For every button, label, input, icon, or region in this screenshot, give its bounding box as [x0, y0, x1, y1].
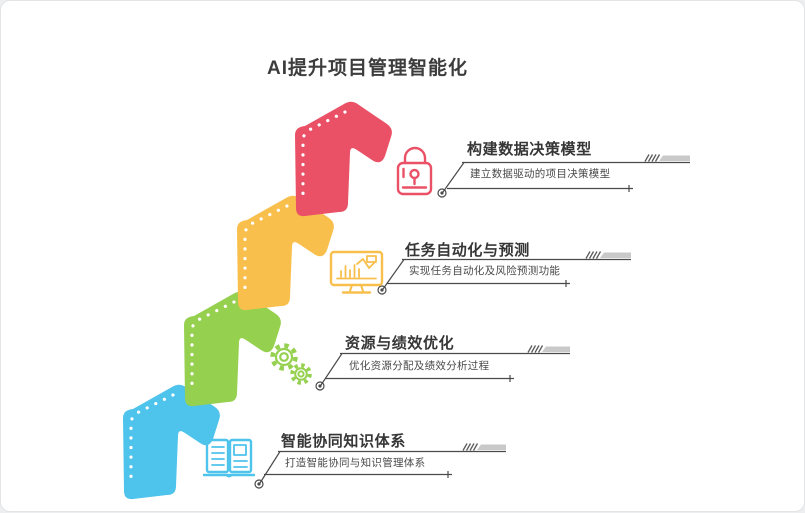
item-title-4: 智能协同知识体系 [281, 433, 406, 450]
callout-3-bar [542, 346, 570, 352]
callout-3-hatch [527, 345, 544, 353]
item-subtitle-3: 优化资源分配及绩效分析过程 [349, 360, 490, 372]
step-shape-1 [295, 101, 392, 217]
item-subtitle-1: 建立数据驱动的项目决策模型 [470, 168, 611, 180]
lock-icon [396, 146, 433, 196]
callout-1-bar [659, 155, 690, 161]
item-subtitle-2: 实现任务自动化及风险预测功能 [409, 265, 561, 277]
open-book-icon [202, 438, 256, 478]
callout-4-bar [477, 444, 506, 450]
callout-1-hatch [644, 154, 661, 162]
item-title-3: 资源与绩效优化 [345, 335, 455, 352]
callout-3 [315, 352, 570, 391]
item-subtitle-4: 打造智能协同与知识管理体系 [285, 457, 426, 469]
callout-1 [437, 161, 690, 198]
callout-4-hatch [462, 443, 479, 451]
monitor-chart-icon [329, 250, 384, 294]
item-title-2: 任务自动化与预测 [405, 242, 530, 259]
callout-4 [254, 450, 506, 489]
item-title-1: 构建数据决策模型 [467, 141, 592, 158]
step-shape-3 [184, 291, 281, 407]
main-title: AI提升项目管理智能化 [267, 58, 469, 79]
callout-2-hatch [585, 251, 602, 259]
gears-icon [270, 343, 312, 385]
callout-2-bar [600, 252, 631, 258]
callout-2 [377, 258, 631, 295]
